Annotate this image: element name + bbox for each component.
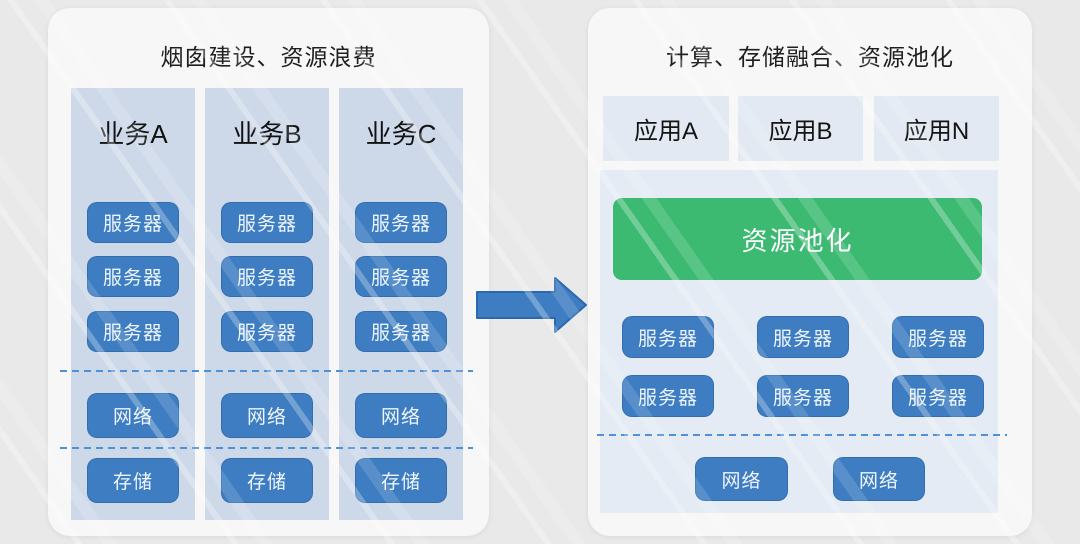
business-b-label: 业务B (232, 119, 302, 149)
server-box: 服务器 (87, 311, 179, 352)
app-n-box: 应用N (874, 96, 999, 161)
network-box: 网络 (87, 393, 179, 438)
silo-architecture-card: 烟囱建设、资源浪费 业务A 服务器 服务器 服务器 网络 存储 业务B 服务器 … (48, 8, 489, 536)
silo-column-business-c: 业务C 服务器 服务器 服务器 网络 存储 (339, 88, 463, 520)
server-box: 服务器 (892, 316, 984, 358)
app-a-box: 应用A (603, 96, 729, 161)
storage-layer-divider (60, 447, 473, 449)
server-box: 服务器 (622, 375, 714, 417)
server-box: 服务器 (87, 256, 179, 297)
server-box: 服务器 (87, 202, 179, 243)
server-box: 服务器 (221, 256, 313, 297)
network-layer-divider (60, 370, 473, 372)
network-box: 网络 (833, 457, 925, 501)
network-layer-divider (597, 434, 1007, 436)
server-box: 服务器 (355, 202, 447, 243)
pooled-architecture-card: 计算、存储融合、资源池化 应用A 应用B 应用N 资源池化 服务器 服务器 服务… (588, 8, 1032, 536)
server-box: 服务器 (757, 375, 849, 417)
server-box: 服务器 (622, 316, 714, 358)
business-c-label: 业务C (365, 119, 437, 149)
server-box: 服务器 (221, 202, 313, 243)
business-a-label: 业务A (98, 119, 168, 149)
right-card-title: 计算、存储融合、资源池化 (666, 44, 954, 70)
server-box: 服务器 (892, 375, 984, 417)
server-box: 服务器 (757, 316, 849, 358)
network-box: 网络 (221, 393, 313, 438)
resource-pooling-box: 资源池化 (613, 198, 982, 280)
app-b-box: 应用B (738, 96, 863, 161)
storage-box: 存储 (355, 458, 447, 503)
server-box: 服务器 (221, 311, 313, 352)
network-box: 网络 (355, 393, 447, 438)
left-card-title: 烟囱建设、资源浪费 (160, 44, 377, 70)
storage-box: 存储 (221, 458, 313, 503)
right-arrow-icon (476, 277, 587, 333)
storage-box: 存储 (87, 458, 179, 503)
silo-column-business-b: 业务B 服务器 服务器 服务器 网络 存储 (205, 88, 329, 520)
server-box: 服务器 (355, 256, 447, 297)
server-box: 服务器 (355, 311, 447, 352)
silo-column-business-a: 业务A 服务器 服务器 服务器 网络 存储 (71, 88, 195, 520)
network-box: 网络 (695, 457, 788, 501)
